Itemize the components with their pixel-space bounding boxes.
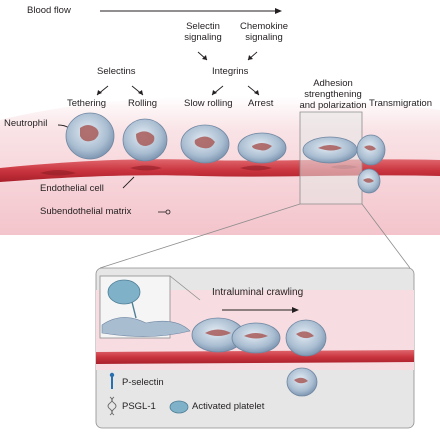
activated-platelet-symbol [169, 400, 189, 414]
platelet-large [107, 279, 141, 305]
endothelial-cell-label: Endothelial cell [40, 183, 104, 194]
inset-neutrophil-transmigrating [285, 319, 327, 397]
p-selectin-label: P-selectin [122, 377, 164, 388]
zoom-lines [99, 203, 411, 269]
adhesion-label: Adhesion strengthening and polarization [299, 78, 367, 111]
neutrophil-rolling [122, 118, 168, 162]
psgl1-stalk [131, 301, 137, 319]
arrest-label: Arrest [248, 98, 274, 109]
pointer-arrowheads [97, 55, 259, 95]
crawling-arrowhead [292, 307, 299, 313]
transmigration-label: Transmigration [369, 98, 433, 109]
neutrophil-label: Neutrophil [4, 118, 48, 129]
tethering-label: Tethering [67, 98, 107, 109]
activated-platelet-label: Activated platelet [192, 401, 265, 412]
inset-neutrophil-2 [231, 322, 281, 354]
integrins-label: Integrins [212, 66, 249, 77]
blood-flow-arrowhead [275, 8, 282, 14]
psgl1-symbol [107, 396, 117, 416]
rolling-label: Rolling [128, 98, 158, 109]
neutrophil-slow-rolling [180, 124, 230, 164]
chemokine-signaling-label: Chemokine signaling [239, 21, 289, 43]
subendothelial-matrix-label: Subendothelial matrix [40, 206, 132, 217]
selectin-signaling-label: Selectin signaling [184, 21, 222, 43]
neutrophil-adhesion [302, 136, 358, 164]
intraluminal-crawling-label: Intraluminal crawling [212, 287, 304, 298]
selectins-label: Selectins [97, 66, 136, 77]
platelet-zoom-line [169, 275, 201, 301]
neutrophil-arrest [237, 132, 287, 164]
inset-neutrophil-spread [101, 317, 191, 337]
inset-neutrophil-1 [191, 317, 245, 353]
blood-flow-label: Blood flow [27, 5, 71, 16]
inset-endothelium [96, 350, 414, 364]
p-selectin-symbol [109, 372, 115, 389]
neutrophil-tethering [65, 112, 115, 160]
neutrophil-transmigration [356, 134, 386, 194]
slow-rolling-label: Slow rolling [184, 98, 233, 109]
psgl1-label: PSGL-1 [122, 401, 156, 412]
